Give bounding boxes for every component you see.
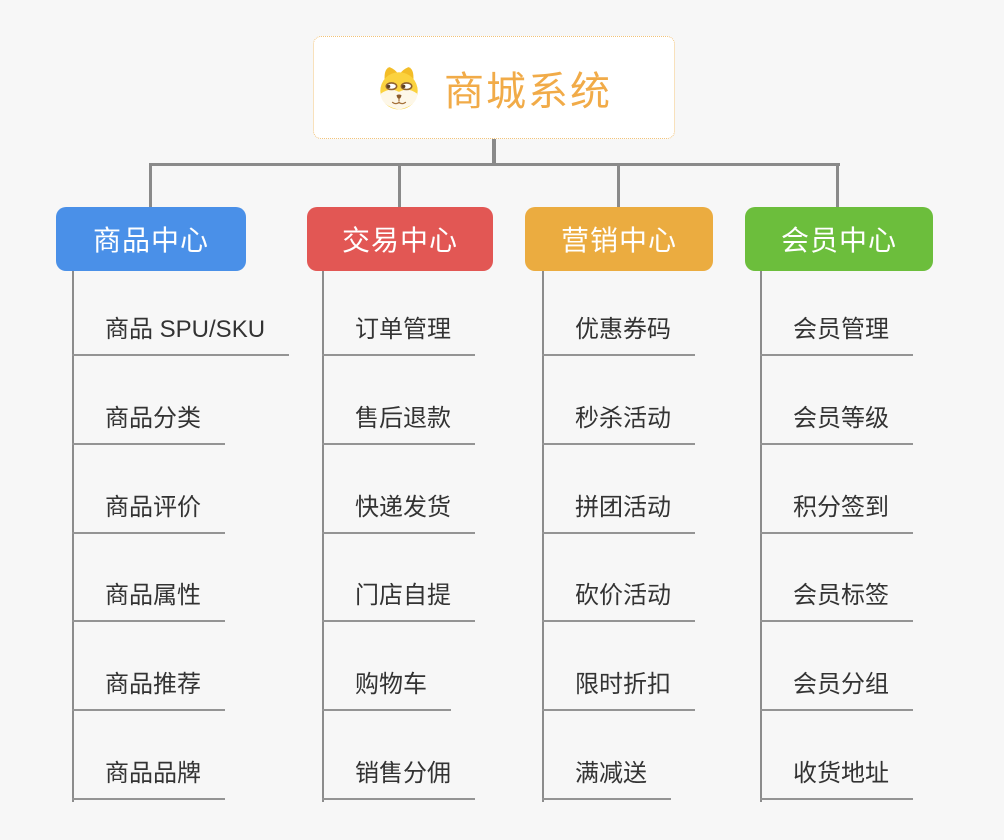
connector-drop-line bbox=[149, 164, 152, 207]
leaf-node[interactable]: 秒杀活动 bbox=[542, 401, 695, 445]
leaf-node[interactable]: 拼团活动 bbox=[542, 490, 695, 534]
connector-branch-line bbox=[322, 271, 324, 802]
leaf-node[interactable]: 商品属性 bbox=[72, 578, 225, 622]
leaf-node[interactable]: 会员管理 bbox=[760, 312, 913, 356]
leaf-node[interactable]: 销售分佣 bbox=[322, 756, 475, 800]
leaf-node[interactable]: 商品推荐 bbox=[72, 667, 225, 711]
connector-branch-line bbox=[72, 271, 74, 802]
leaf-node[interactable]: 会员分组 bbox=[760, 667, 913, 711]
branch-node-member-center[interactable]: 会员中心 bbox=[745, 207, 933, 271]
leaf-node[interactable]: 限时折扣 bbox=[542, 667, 695, 711]
leaf-node[interactable]: 商品 SPU/SKU bbox=[72, 312, 290, 356]
leaf-node[interactable]: 会员等级 bbox=[760, 401, 913, 445]
leaf-node[interactable]: 砍价活动 bbox=[542, 578, 695, 622]
connector-drop-line bbox=[836, 164, 839, 207]
root-title: 商城系统 bbox=[444, 69, 612, 114]
root-node[interactable]: 商城系统 bbox=[313, 36, 675, 139]
leaf-node[interactable]: 订单管理 bbox=[322, 312, 475, 356]
connector-branch-line bbox=[542, 271, 544, 802]
leaf-node[interactable]: 售后退款 bbox=[322, 401, 475, 445]
leaf-node[interactable]: 会员标签 bbox=[760, 578, 913, 622]
leaf-node[interactable]: 购物车 bbox=[322, 667, 451, 711]
leaf-node[interactable]: 商品品牌 bbox=[72, 756, 225, 800]
leaf-node[interactable]: 收货地址 bbox=[760, 756, 913, 800]
branch-node-marketing-center[interactable]: 营销中心 bbox=[525, 207, 713, 271]
leaf-node[interactable]: 优惠券码 bbox=[542, 312, 695, 356]
leaf-node[interactable]: 商品评价 bbox=[72, 490, 225, 534]
connector-root-stem bbox=[492, 139, 496, 166]
leaf-node[interactable]: 商品分类 bbox=[72, 401, 225, 445]
branch-node-trade-center[interactable]: 交易中心 bbox=[307, 207, 493, 271]
connector-drop-line bbox=[617, 164, 620, 207]
leaf-node[interactable]: 快递发货 bbox=[322, 490, 475, 534]
leaf-node[interactable]: 积分签到 bbox=[760, 490, 913, 534]
connector-branch-line bbox=[760, 271, 762, 802]
dog-face-icon bbox=[376, 63, 422, 113]
leaf-node[interactable]: 满减送 bbox=[542, 756, 671, 800]
connector-drop-line bbox=[398, 164, 401, 207]
connector-bus-line bbox=[149, 163, 840, 166]
leaf-node[interactable]: 门店自提 bbox=[322, 578, 475, 622]
branch-node-product-center[interactable]: 商品中心 bbox=[56, 207, 246, 271]
